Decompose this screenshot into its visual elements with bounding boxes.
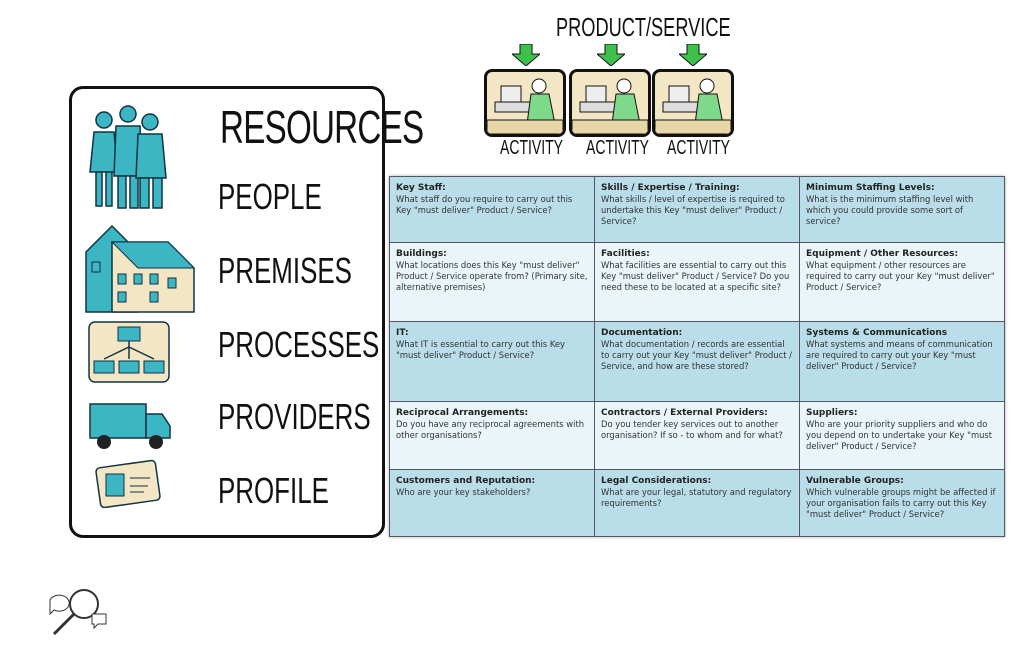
magnifier-chat-logo-icon [46, 584, 112, 642]
table-cell: Customers and Reputation:Who are your ke… [389, 469, 595, 537]
cell-question: What facilities are essential to carry o… [601, 260, 790, 292]
table-cell: Contractors / External Providers:Do you … [594, 401, 800, 470]
table-cell: IT:What IT is essential to carry out thi… [389, 321, 595, 402]
cell-heading: Documentation: [601, 328, 683, 338]
activity-label: ACTIVITY [667, 137, 731, 159]
table-cell: Minimum Staffing Levels:What is the mini… [799, 176, 1005, 243]
processes-icon [88, 321, 170, 387]
premises-icon [82, 222, 200, 318]
cell-question: What staff do you require to carry out t… [396, 194, 573, 215]
resource-questions-table: Key Staff:What staff do you require to c… [389, 176, 1005, 537]
cell-heading: Customers and Reputation: [396, 476, 536, 486]
cell-question: What documentation / records are essenti… [601, 339, 792, 371]
table-cell: Vulnerable Groups:Which vulnerable group… [799, 469, 1005, 537]
cell-heading: Suppliers: [806, 408, 858, 418]
cell-heading: Legal Considerations: [601, 476, 712, 486]
resources-title: RESOURCES [220, 101, 424, 153]
resource-item-people: PEOPLE [218, 176, 322, 217]
cell-heading: Contractors / External Providers: [601, 408, 768, 418]
activity-worker-icon [484, 69, 566, 137]
cell-question: What is the minimum staffing level with … [806, 194, 974, 226]
table-row: IT:What IT is essential to carry out thi… [389, 321, 1005, 402]
cell-question: Who are your priority suppliers and who … [806, 419, 993, 451]
cell-heading: IT: [396, 328, 409, 338]
cell-question: Who are your key stakeholders? [396, 487, 531, 497]
cell-question: What equipment / other resources are req… [806, 260, 995, 292]
truck-icon [88, 400, 172, 456]
cell-heading: Skills / Expertise / Training: [601, 183, 740, 193]
id-card-icon [94, 458, 164, 512]
activity-label: ACTIVITY [500, 137, 564, 159]
cell-heading: Reciprocal Arrangements: [396, 408, 529, 418]
table-cell: Buildings:What locations does this Key "… [389, 242, 595, 322]
cell-question: What systems and means of communication … [806, 339, 993, 371]
cell-heading: Key Staff: [396, 183, 446, 193]
resource-item-profile: PROFILE [218, 470, 329, 511]
table-row: Customers and Reputation:Who are your ke… [389, 469, 1005, 537]
table-row: Buildings:What locations does this Key "… [389, 242, 1005, 322]
product-service-title: PRODUCT/SERVICE [556, 12, 731, 42]
cell-heading: Minimum Staffing Levels: [806, 183, 935, 193]
cell-question: Do you have any reciprocal agreements wi… [396, 419, 585, 440]
cell-heading: Equipment / Other Resources: [806, 249, 959, 259]
table-row: Reciprocal Arrangements:Do you have any … [389, 401, 1005, 470]
table-cell: Key Staff:What staff do you require to c… [389, 176, 595, 243]
table-cell: Reciprocal Arrangements:Do you have any … [389, 401, 595, 470]
table-cell: Equipment / Other Resources:What equipme… [799, 242, 1005, 322]
cell-heading: Buildings: [396, 249, 447, 259]
cell-question: What IT is essential to carry out this K… [396, 339, 566, 360]
resources-panel [69, 86, 385, 538]
resource-item-providers: PROVIDERS [218, 396, 371, 437]
table-cell: Facilities:What facilities are essential… [594, 242, 800, 322]
cell-heading: Facilities: [601, 249, 650, 259]
cell-question: What locations does this Key "must deliv… [396, 260, 588, 292]
activity-worker-icon [569, 69, 651, 137]
cell-question: What skills / level of expertise is requ… [601, 194, 785, 226]
cell-question: What are your legal, statutory and regul… [601, 487, 792, 508]
table-row: Key Staff:What staff do you require to c… [389, 176, 1005, 243]
activity-label: ACTIVITY [586, 137, 650, 159]
cell-heading: Vulnerable Groups: [806, 476, 904, 486]
table-cell: Skills / Expertise / Training:What skill… [594, 176, 800, 243]
table-cell: Documentation:What documentation / recor… [594, 321, 800, 402]
table-cell: Legal Considerations:What are your legal… [594, 469, 800, 537]
cell-heading: Systems & Communications [806, 328, 948, 338]
cell-question: Do you tender key services out to anothe… [601, 419, 783, 440]
resource-item-processes: PROCESSES [218, 324, 380, 365]
table-cell: Suppliers:Who are your priority supplier… [799, 401, 1005, 470]
resource-item-premises: PREMISES [218, 250, 352, 291]
cell-question: Which vulnerable groups might be affecte… [806, 487, 996, 519]
people-icon [88, 104, 174, 216]
activity-worker-icon [652, 69, 734, 137]
